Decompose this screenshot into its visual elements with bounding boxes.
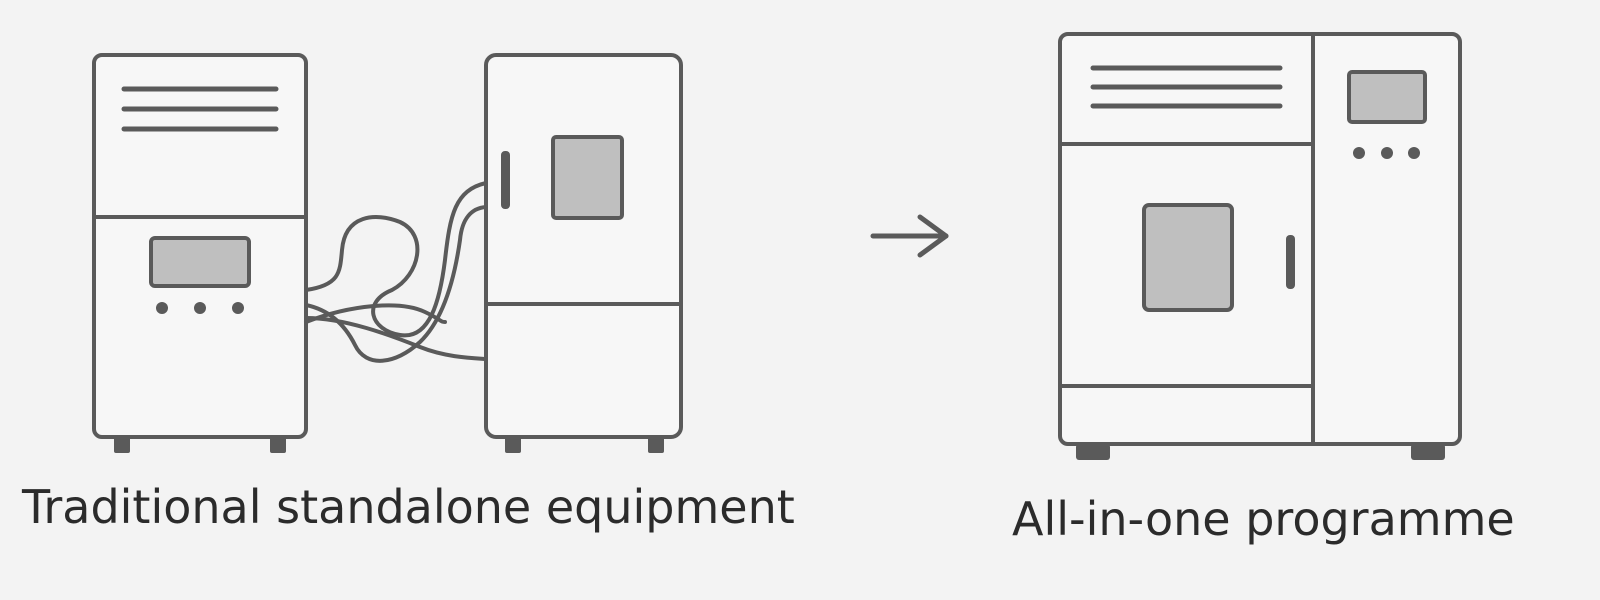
- caption-traditional-standalone: Traditional standalone equipment: [22, 480, 795, 534]
- caption-all-in-one: All-in-one programme: [1012, 492, 1515, 546]
- chamber-cabinet-icon: [484, 53, 683, 453]
- all-in-one-cabinet-icon: [1058, 32, 1462, 460]
- arrow-right-icon: [870, 214, 949, 258]
- control-unit-icon: [92, 53, 308, 453]
- tangled-cables-icon: [304, 181, 488, 363]
